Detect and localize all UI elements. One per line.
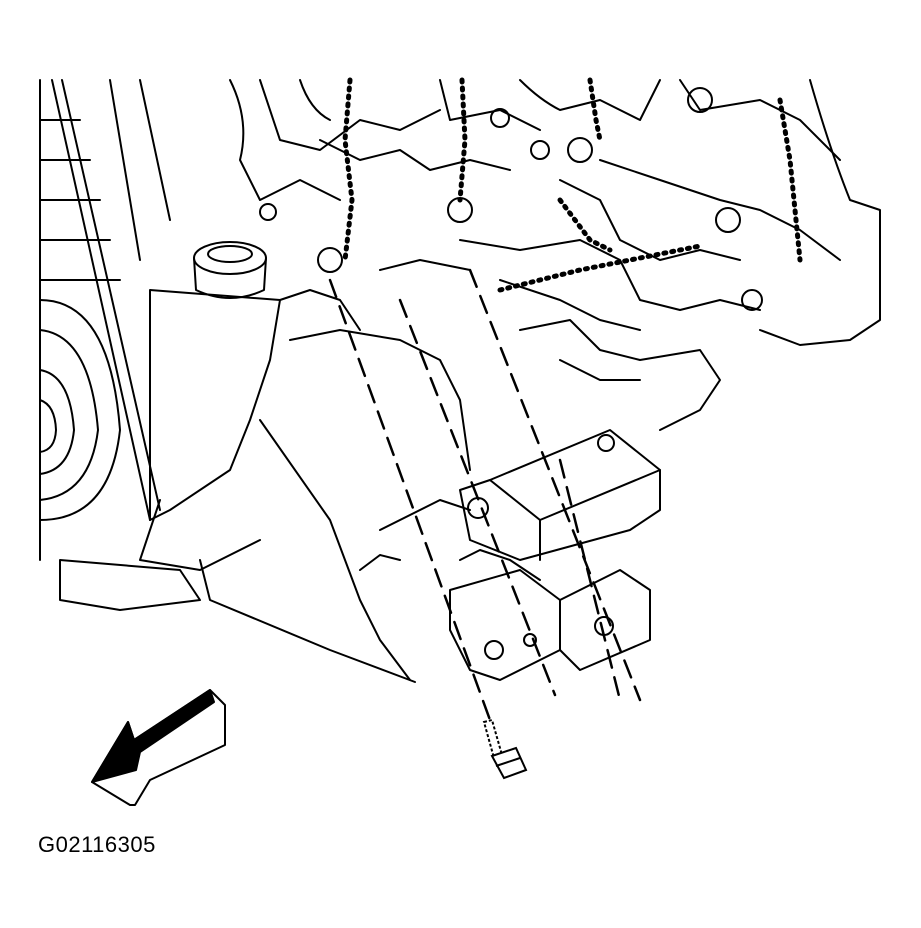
- alignment-lines: [328, 268, 642, 722]
- transmission-housing: [199, 289, 721, 683]
- manifold-fasteners: [259, 87, 763, 311]
- wiring-harness: [342, 77, 803, 293]
- engine-block: [229, 79, 881, 346]
- reservoir-body: [59, 289, 281, 611]
- drive-belt-pulley: [39, 79, 171, 561]
- mount-pads: [449, 549, 651, 681]
- bolt-icon: [482, 718, 528, 780]
- engine-mount-bracket: [359, 429, 661, 571]
- reservoir-cap: [193, 241, 267, 299]
- figure-id-label: G02116305: [38, 832, 156, 857]
- front-direction-arrow-icon: [91, 689, 226, 806]
